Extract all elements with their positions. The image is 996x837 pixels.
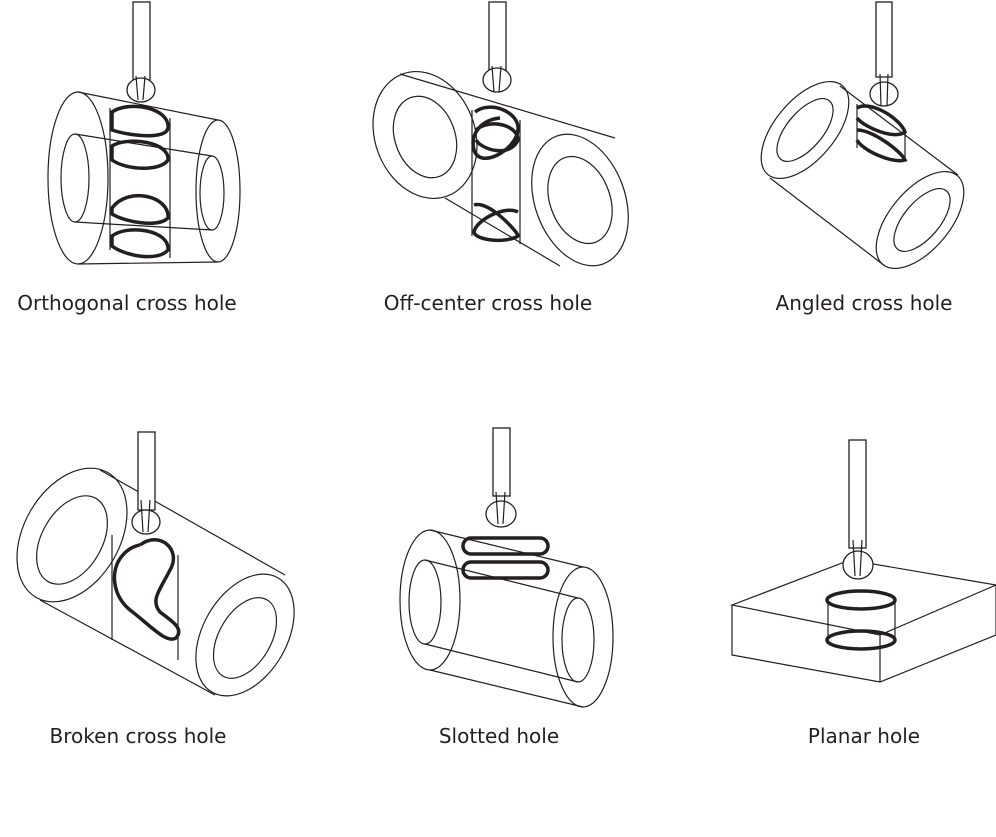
orthogonal-cross-hole-illustration: Orthogonal cross hole bbox=[17, 1, 241, 315]
off-center-cross-hole-illustration: Off-center cross hole bbox=[372, 1, 629, 315]
slotted-hole-illustration: Slotted hole bbox=[399, 427, 614, 748]
angled-cross-hole-illustration: Angled cross hole bbox=[760, 1, 965, 315]
label-planar-hole: Planar hole bbox=[808, 724, 920, 748]
label-slotted-hole: Slotted hole bbox=[439, 724, 559, 748]
label-broken-cross-hole: Broken cross hole bbox=[50, 724, 227, 748]
planar-hole-illustration: Planar hole bbox=[729, 439, 996, 748]
broken-cross-hole-illustration: Broken cross hole bbox=[16, 431, 295, 748]
label-off-center-cross-hole: Off-center cross hole bbox=[384, 291, 592, 315]
label-orthogonal-cross-hole: Orthogonal cross hole bbox=[17, 291, 236, 315]
label-angled-cross-hole: Angled cross hole bbox=[776, 291, 953, 315]
